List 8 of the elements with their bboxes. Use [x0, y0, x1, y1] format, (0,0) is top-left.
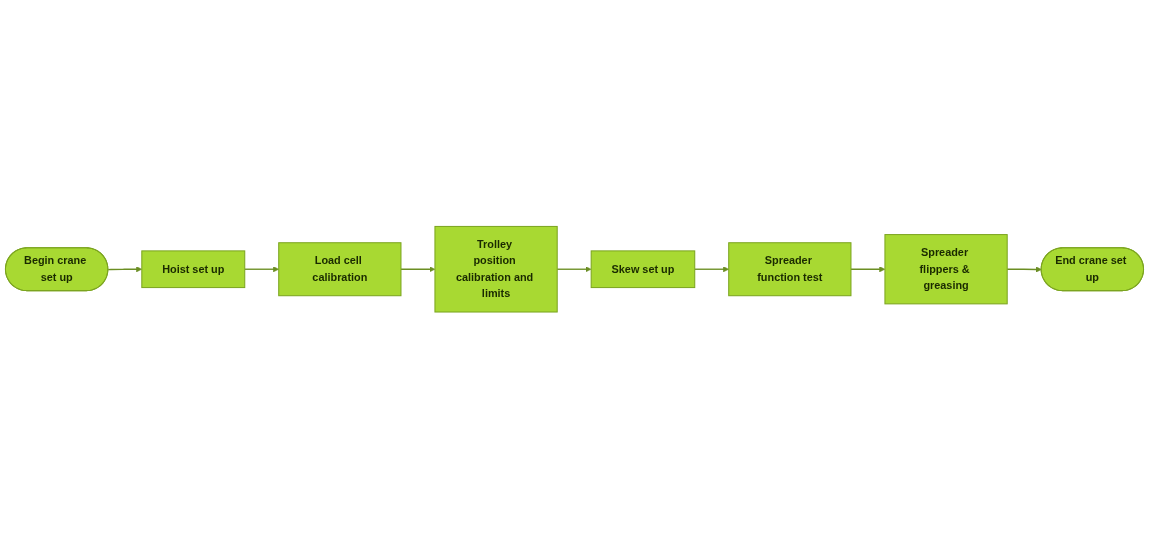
node-box: Hoist set up: [141, 250, 246, 288]
arrow: [694, 266, 729, 272]
node-box: Trolley position calibration and limits: [434, 225, 558, 313]
node-box: Spreader flippers & greasing: [884, 233, 1008, 305]
arrow: [244, 266, 279, 272]
node-box: Load cell calibration: [278, 242, 402, 296]
node-box: Spreader function test: [728, 242, 852, 296]
node-box: Skew set up: [590, 250, 696, 288]
